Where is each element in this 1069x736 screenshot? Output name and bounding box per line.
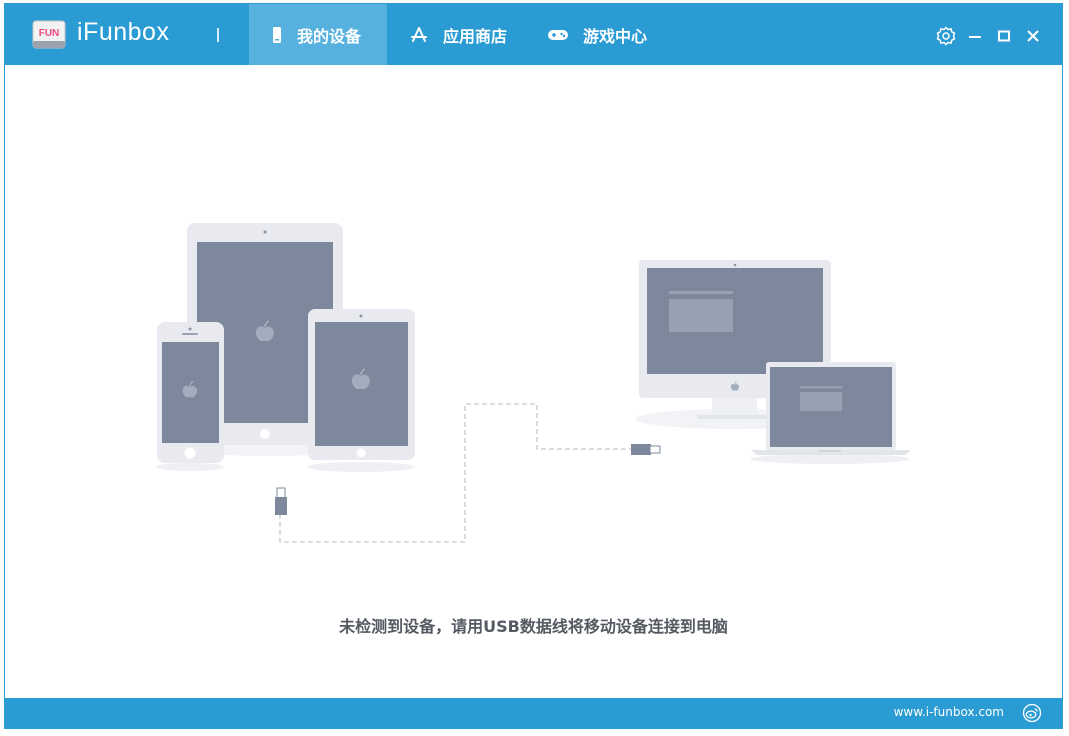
settings-icon [936, 26, 956, 46]
close-button[interactable] [1021, 24, 1045, 48]
logo-text: FUN [39, 28, 60, 39]
maximize-button[interactable] [992, 24, 1016, 48]
usb-cable [279, 403, 633, 543]
iphone [157, 322, 224, 463]
settings-button[interactable] [934, 24, 958, 48]
ipad-mini [308, 309, 415, 460]
usb-plug-left [275, 487, 287, 515]
app-store-icon [411, 26, 427, 42]
shadow [307, 462, 415, 472]
maximize-icon [998, 30, 1010, 42]
tab-app-store[interactable]: 应用商店 [387, 4, 525, 65]
website-link[interactable]: www.i-funbox.com [893, 705, 1004, 719]
tab-my-devices[interactable]: 我的设备 [249, 4, 387, 65]
tab-game-center[interactable]: 游戏中心 [525, 4, 663, 65]
ifunbox-logo: FUN [32, 20, 66, 49]
usb-plug-right [631, 444, 661, 455]
title-bar: FUN iFunbox 我的设备 应用商店 游戏中心 [5, 4, 1062, 65]
shadow [750, 454, 910, 464]
connect-device-illustration [156, 223, 911, 543]
tab-label: 游戏中心 [583, 26, 648, 46]
app-window: FUN iFunbox 我的设备 应用商店 游戏中心 [4, 3, 1063, 729]
tab-label: 我的设备 [297, 26, 362, 46]
device-area: 未检测到设备，请用USB数据线将移动设备连接到电脑 [5, 65, 1062, 699]
gamepad-icon [548, 29, 568, 40]
macbook [751, 362, 911, 455]
tab-label: 应用商店 [443, 26, 508, 46]
minimize-icon [969, 36, 981, 38]
status-bar: www.i-funbox.com [5, 698, 1062, 728]
close-icon [1027, 30, 1039, 42]
weibo-icon[interactable] [1022, 703, 1042, 723]
minimize-button[interactable] [963, 24, 987, 48]
no-device-message: 未检测到设备，请用USB数据线将移动设备连接到电脑 [339, 617, 728, 636]
title-divider [217, 28, 219, 42]
phone-icon [273, 26, 281, 43]
app-title: iFunbox [77, 18, 170, 46]
shadow [156, 463, 224, 471]
